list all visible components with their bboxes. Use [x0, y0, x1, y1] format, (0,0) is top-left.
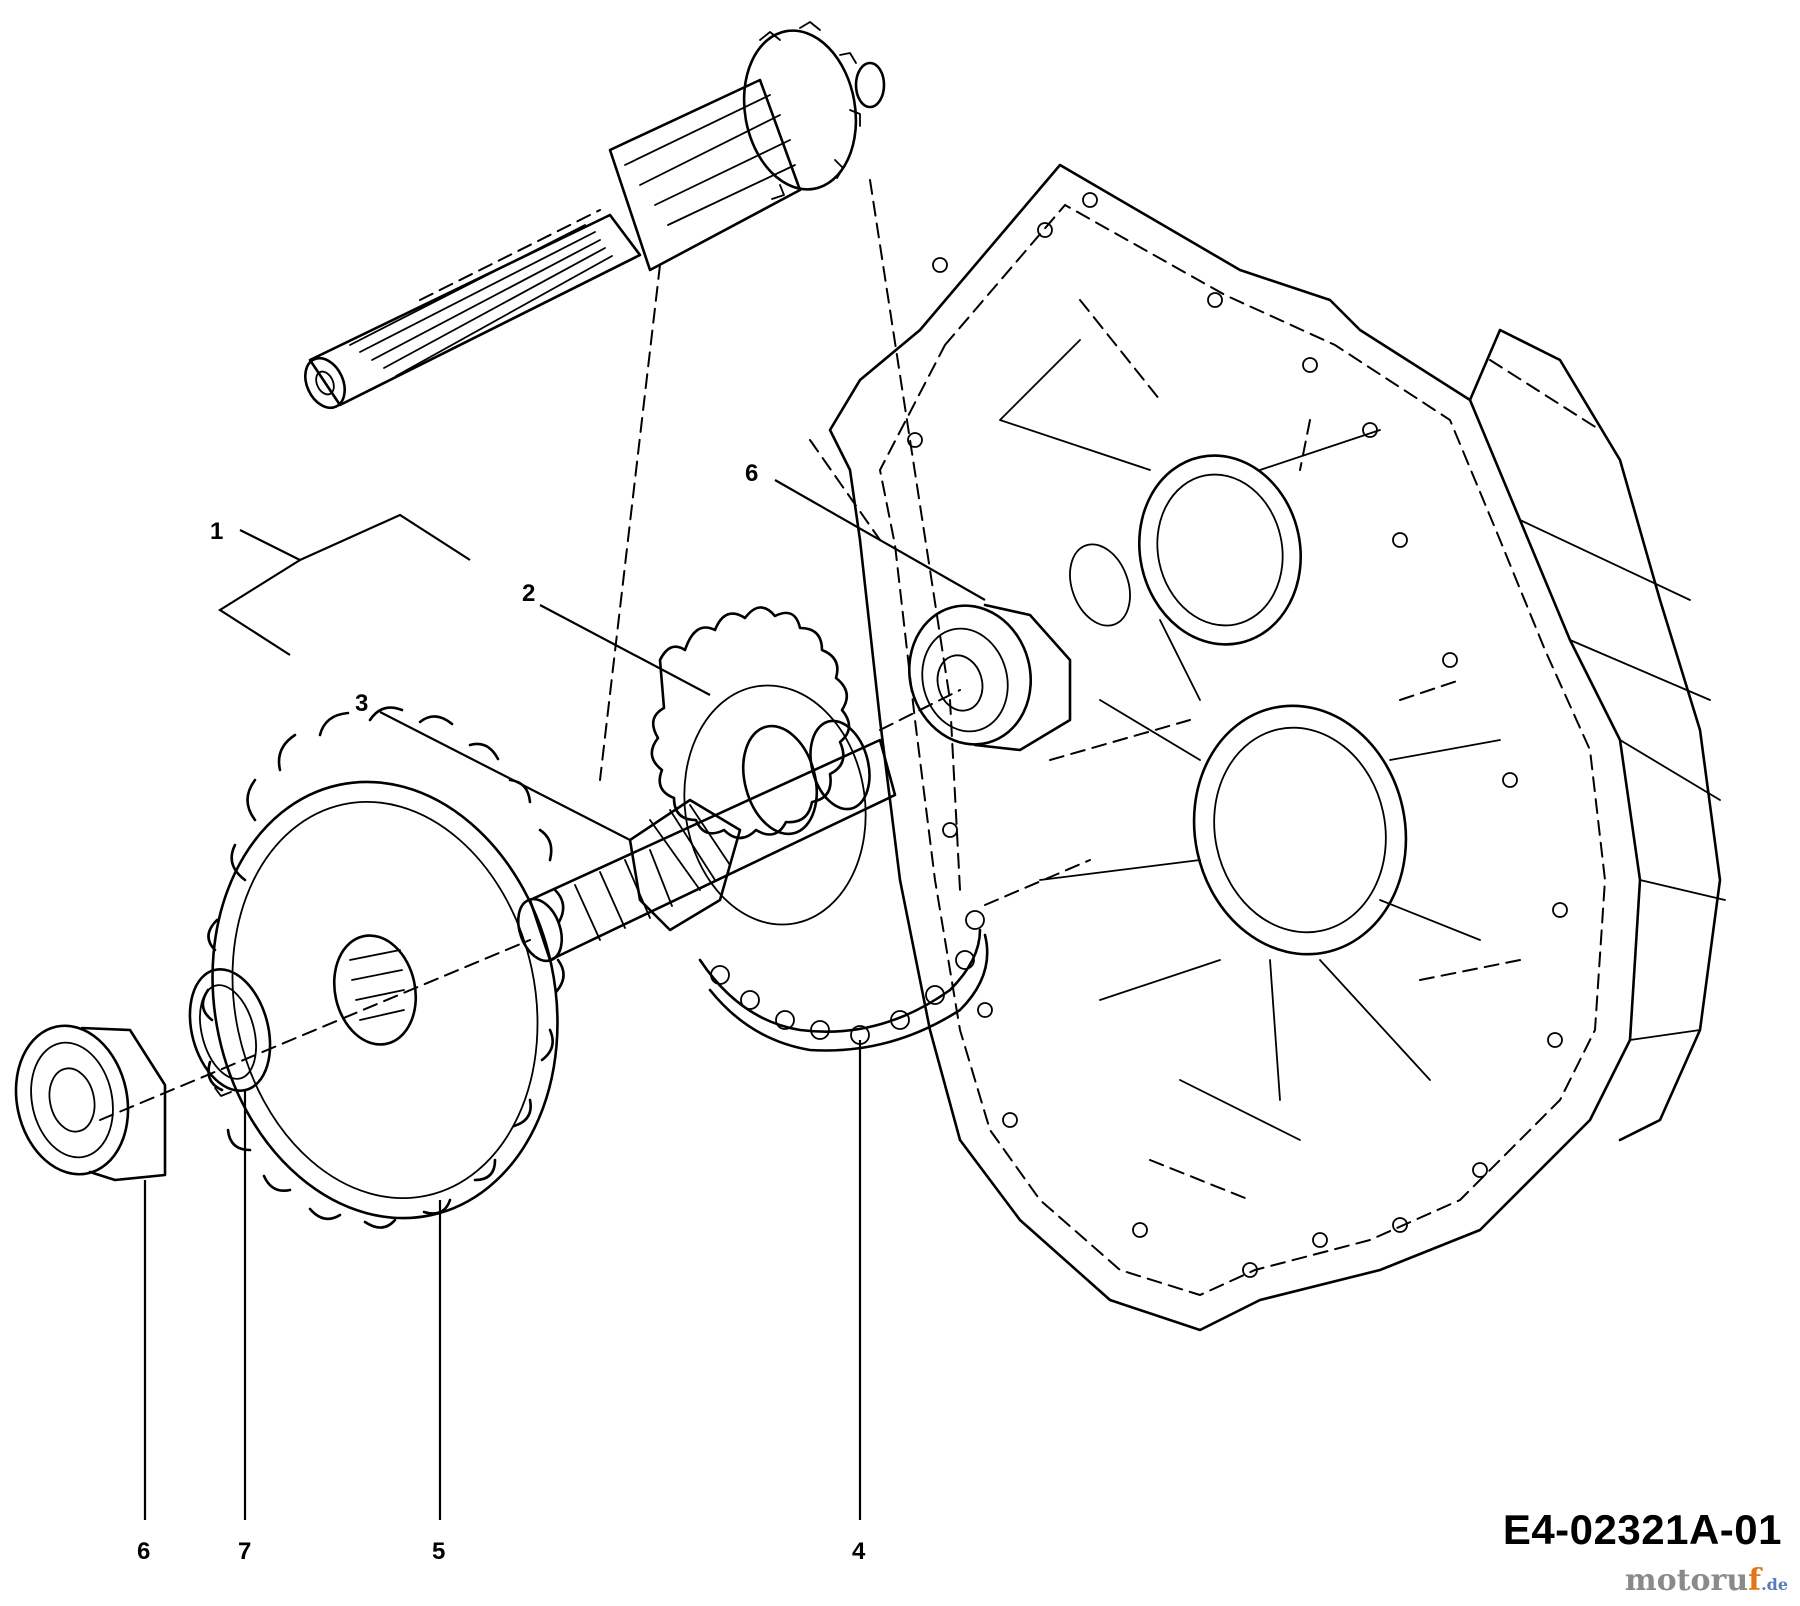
- callout-2: 2: [522, 580, 536, 607]
- watermark-main: motoru: [1624, 1563, 1749, 1598]
- transmission-housing: [828, 163, 1726, 1332]
- watermark-tld: .de: [1761, 1575, 1788, 1594]
- assembly-centerlines: [99, 179, 1091, 1121]
- drive-chain: [698, 910, 989, 1052]
- watermark-accent: f: [1748, 1563, 1762, 1598]
- callout-6-top: 6: [745, 460, 759, 487]
- pinion-shaft: [516, 719, 897, 963]
- large-gear: [201, 706, 565, 1229]
- upper-sprocket: [742, 21, 886, 200]
- output-shaft: [304, 78, 802, 410]
- callout-6-bottom: 6: [137, 1538, 151, 1565]
- leader-lines: [143, 479, 986, 1520]
- drawing-code: E4-02321A-01: [1502, 1506, 1782, 1553]
- callout-3: 3: [355, 690, 369, 717]
- bearing-top: [907, 603, 1072, 752]
- callout-4: 4: [852, 1538, 866, 1565]
- callout-1: 1: [210, 518, 224, 545]
- bearing-bottom: [14, 1024, 167, 1182]
- watermark-logo: motoruf.de: [1625, 1563, 1788, 1598]
- snap-ring: [188, 968, 272, 1097]
- callout-7: 7: [238, 1538, 252, 1565]
- callout-5: 5: [432, 1538, 446, 1565]
- sprocket: [650, 606, 867, 926]
